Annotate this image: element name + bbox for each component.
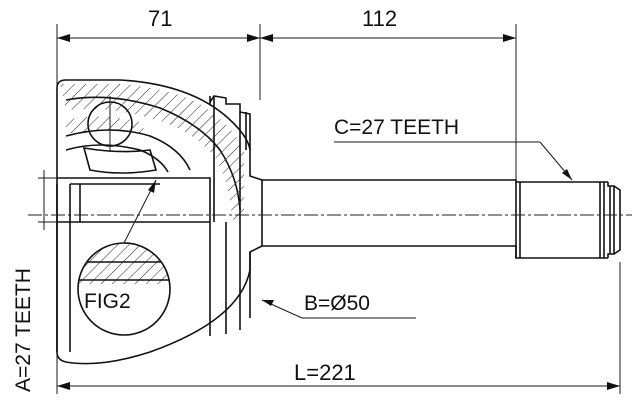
dimension-112: 112 [260,6,517,182]
dimension-overall: L=221 [56,262,621,394]
fig2-label: FIG2 [84,290,131,313]
joint-housing [56,79,263,365]
spline-c-label: C=27 TEETH [334,116,459,139]
spline-c-annotation: C=27 TEETH [334,116,573,181]
spline-a-annotation: A=27 TEETH [12,170,60,392]
dimension-71: 71 [56,6,261,100]
dimension-112-label: 112 [362,6,397,31]
diameter-b-annotation: B=Ø50 [261,292,416,319]
fig2-detail: FIG2 [77,179,171,336]
diameter-b-label: B=Ø50 [304,292,370,315]
spline-a-label: A=27 TEETH [12,268,35,392]
dimension-71-label: 71 [148,6,172,31]
stub-shaft [262,179,621,259]
overall-length-label: L=221 [294,360,356,385]
